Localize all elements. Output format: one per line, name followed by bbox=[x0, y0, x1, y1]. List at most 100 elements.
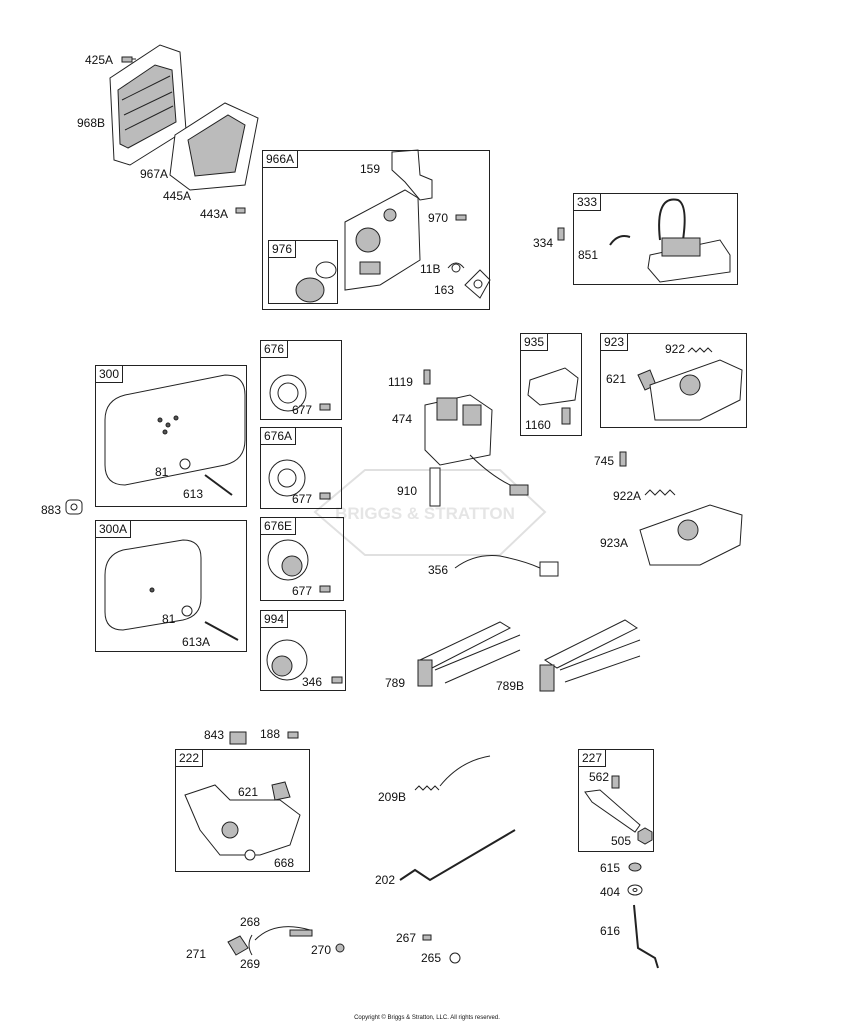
part-271-lever bbox=[227, 935, 249, 956]
callout-677-a: 677 bbox=[292, 403, 313, 417]
part-843-bushing bbox=[229, 731, 247, 745]
part-676A-guard bbox=[268, 459, 306, 497]
callout-615: 615 bbox=[600, 861, 621, 875]
part-222-control-bracket bbox=[184, 784, 301, 861]
box-976: 976 bbox=[268, 240, 338, 304]
part-356-wire bbox=[454, 555, 559, 577]
callout-613A: 613A bbox=[182, 635, 211, 649]
box-676A: 676A bbox=[260, 427, 342, 509]
callout-745: 745 bbox=[594, 454, 615, 468]
callout-616: 616 bbox=[600, 924, 621, 938]
callout-163: 163 bbox=[434, 283, 455, 297]
part-202-link bbox=[399, 829, 516, 882]
part-994-heat-shield bbox=[266, 639, 308, 681]
part-677-screw-b bbox=[319, 492, 331, 500]
svg-text:BRIGGS & STRATTON: BRIGGS & STRATTON bbox=[335, 504, 515, 523]
callout-81-b: 81 bbox=[162, 612, 176, 626]
callout-346: 346 bbox=[302, 675, 323, 689]
part-474-armature bbox=[424, 394, 529, 496]
box-676E: 676E bbox=[260, 517, 344, 601]
box-227: 227 bbox=[578, 749, 654, 852]
part-188-screw bbox=[287, 731, 299, 739]
callout-334: 334 bbox=[533, 236, 554, 250]
callout-265: 265 bbox=[421, 951, 442, 965]
callout-922: 922 bbox=[665, 342, 686, 356]
box-935: 935 bbox=[520, 333, 582, 436]
callout-851: 851 bbox=[578, 248, 599, 262]
callout-404: 404 bbox=[600, 885, 621, 899]
box-676-label: 676 bbox=[261, 341, 289, 358]
part-505-nut bbox=[637, 827, 653, 845]
part-789-harness bbox=[417, 621, 521, 687]
callout-843: 843 bbox=[204, 728, 225, 742]
box-676E-label: 676E bbox=[261, 518, 297, 535]
box-676: 676 bbox=[260, 340, 342, 420]
box-676A-label: 676A bbox=[261, 428, 297, 445]
part-922-spring bbox=[687, 347, 713, 353]
box-966A: 966A bbox=[262, 150, 490, 310]
part-613A-bolt bbox=[204, 621, 239, 641]
part-159-bracket bbox=[391, 149, 433, 201]
callout-209B: 209B bbox=[378, 790, 407, 804]
box-994: 994 bbox=[260, 610, 346, 691]
part-81-washer-b bbox=[181, 605, 193, 617]
part-615-nut bbox=[628, 862, 642, 872]
box-333-label: 333 bbox=[574, 194, 602, 211]
callout-923A: 923A bbox=[600, 536, 629, 550]
callout-505: 505 bbox=[611, 834, 632, 848]
callout-789: 789 bbox=[385, 676, 406, 690]
callout-789B: 789B bbox=[496, 679, 525, 693]
box-333: 333 bbox=[573, 193, 738, 285]
part-11B-clip bbox=[447, 262, 465, 273]
copyright-notice: Copyright © Briggs & Stratton, LLC. All … bbox=[354, 1015, 500, 1021]
box-300: 300 bbox=[95, 365, 247, 507]
part-910-spacer bbox=[429, 467, 441, 507]
part-268-cable bbox=[254, 926, 313, 941]
part-209B-spring bbox=[414, 755, 491, 791]
box-227-label: 227 bbox=[579, 750, 607, 767]
callout-910: 910 bbox=[397, 484, 418, 498]
part-621-link-b bbox=[271, 781, 291, 801]
part-300-muffler bbox=[104, 374, 246, 486]
callout-267: 267 bbox=[396, 931, 417, 945]
part-922A-spring bbox=[644, 489, 676, 496]
part-270-nut bbox=[335, 943, 345, 953]
callout-270: 270 bbox=[311, 943, 332, 957]
callout-425A: 425A bbox=[85, 53, 114, 67]
callout-356: 356 bbox=[428, 563, 449, 577]
part-976-primer-bulb bbox=[295, 261, 337, 303]
callout-11B: 11B bbox=[420, 262, 441, 276]
part-443A-screw bbox=[235, 207, 246, 214]
callout-159: 159 bbox=[360, 162, 381, 176]
part-967A-filter bbox=[169, 102, 259, 191]
callout-445A: 445A bbox=[163, 189, 192, 203]
part-81-washer-a bbox=[179, 458, 191, 470]
callout-269: 269 bbox=[240, 957, 261, 971]
callout-621-a: 621 bbox=[606, 372, 627, 386]
part-677-screw-c bbox=[319, 585, 331, 593]
part-227-lever bbox=[584, 789, 641, 833]
part-404-washer bbox=[627, 884, 643, 896]
box-923: 923 bbox=[600, 333, 747, 428]
part-613-bolt bbox=[204, 474, 233, 496]
callout-967A: 967A bbox=[140, 167, 169, 181]
part-677-screw-a bbox=[319, 403, 331, 411]
part-300A-muffler bbox=[104, 539, 202, 631]
part-923A-control-bracket bbox=[639, 504, 743, 566]
watermark-logo: BRIGGS & STRATTON bbox=[313, 469, 547, 556]
callout-922A: 922A bbox=[613, 489, 642, 503]
callout-202: 202 bbox=[375, 873, 396, 887]
part-346-screw bbox=[331, 676, 343, 684]
part-745-screw bbox=[619, 451, 627, 467]
part-970-screw bbox=[455, 214, 467, 221]
part-163-gasket bbox=[464, 269, 491, 299]
callout-613: 613 bbox=[183, 487, 204, 501]
part-789B-harness bbox=[539, 619, 641, 692]
box-935-label: 935 bbox=[521, 334, 549, 351]
box-923-label: 923 bbox=[601, 334, 629, 351]
part-334-screw bbox=[557, 227, 565, 241]
box-222: 222 bbox=[175, 749, 310, 872]
box-222-label: 222 bbox=[176, 750, 204, 767]
part-267-screw bbox=[422, 934, 432, 941]
part-676-guard bbox=[269, 374, 307, 412]
